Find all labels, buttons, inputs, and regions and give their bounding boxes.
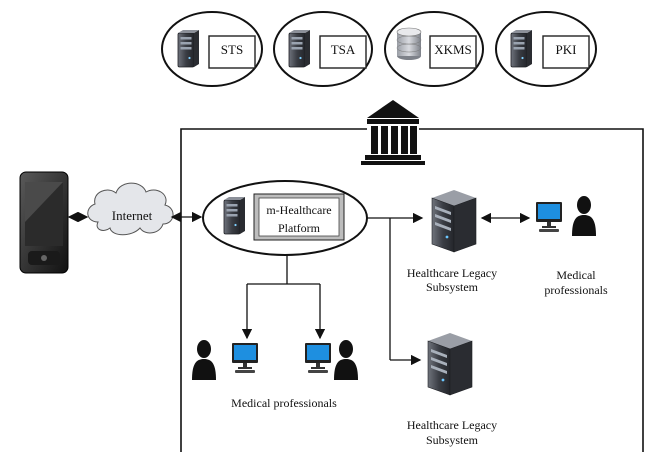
user-workstation-icon (192, 340, 258, 380)
mobile-phone-icon (19, 171, 69, 274)
server-icon (431, 189, 477, 253)
internet-label: Internet (111, 208, 153, 223)
professionals-bottom-label: Medical professionals (231, 396, 337, 410)
user-workstation-icon (536, 196, 596, 236)
professionals-right-line1: Medical (556, 268, 596, 282)
service-group-pki (495, 11, 597, 87)
system-boundary (180, 128, 644, 452)
service-label-sts: STS (220, 42, 244, 57)
user-workstation-icon (305, 340, 358, 380)
legacy-bottom-label-line2: Subsystem (425, 433, 478, 447)
legacy-top-label-line1: Healthcare Legacy (406, 266, 498, 280)
platform-node (202, 180, 368, 256)
legacy-top-label-line2: Subsystem (425, 280, 478, 294)
platform-label-line2: Platform (278, 221, 320, 235)
internet-cloud-icon (87, 182, 174, 236)
service-group-sts (161, 11, 263, 87)
service-label-pki: PKI (555, 42, 577, 57)
server-icon (427, 332, 473, 396)
platform-label-line1: m-Healthcare (266, 203, 332, 217)
database-icon (396, 27, 422, 60)
service-label-xkms: XKMS (434, 42, 472, 57)
service-group-xkms (384, 11, 484, 87)
service-label-tsa: TSA (330, 42, 356, 57)
server-icon (177, 29, 200, 68)
server-icon (223, 196, 246, 235)
server-icon (288, 29, 311, 68)
government-building-icon (361, 100, 425, 165)
service-group-tsa (273, 11, 373, 87)
legacy-bottom-label-line1: Healthcare Legacy (406, 418, 498, 432)
server-icon (510, 29, 533, 68)
professionals-right-line2: professionals (544, 283, 608, 297)
